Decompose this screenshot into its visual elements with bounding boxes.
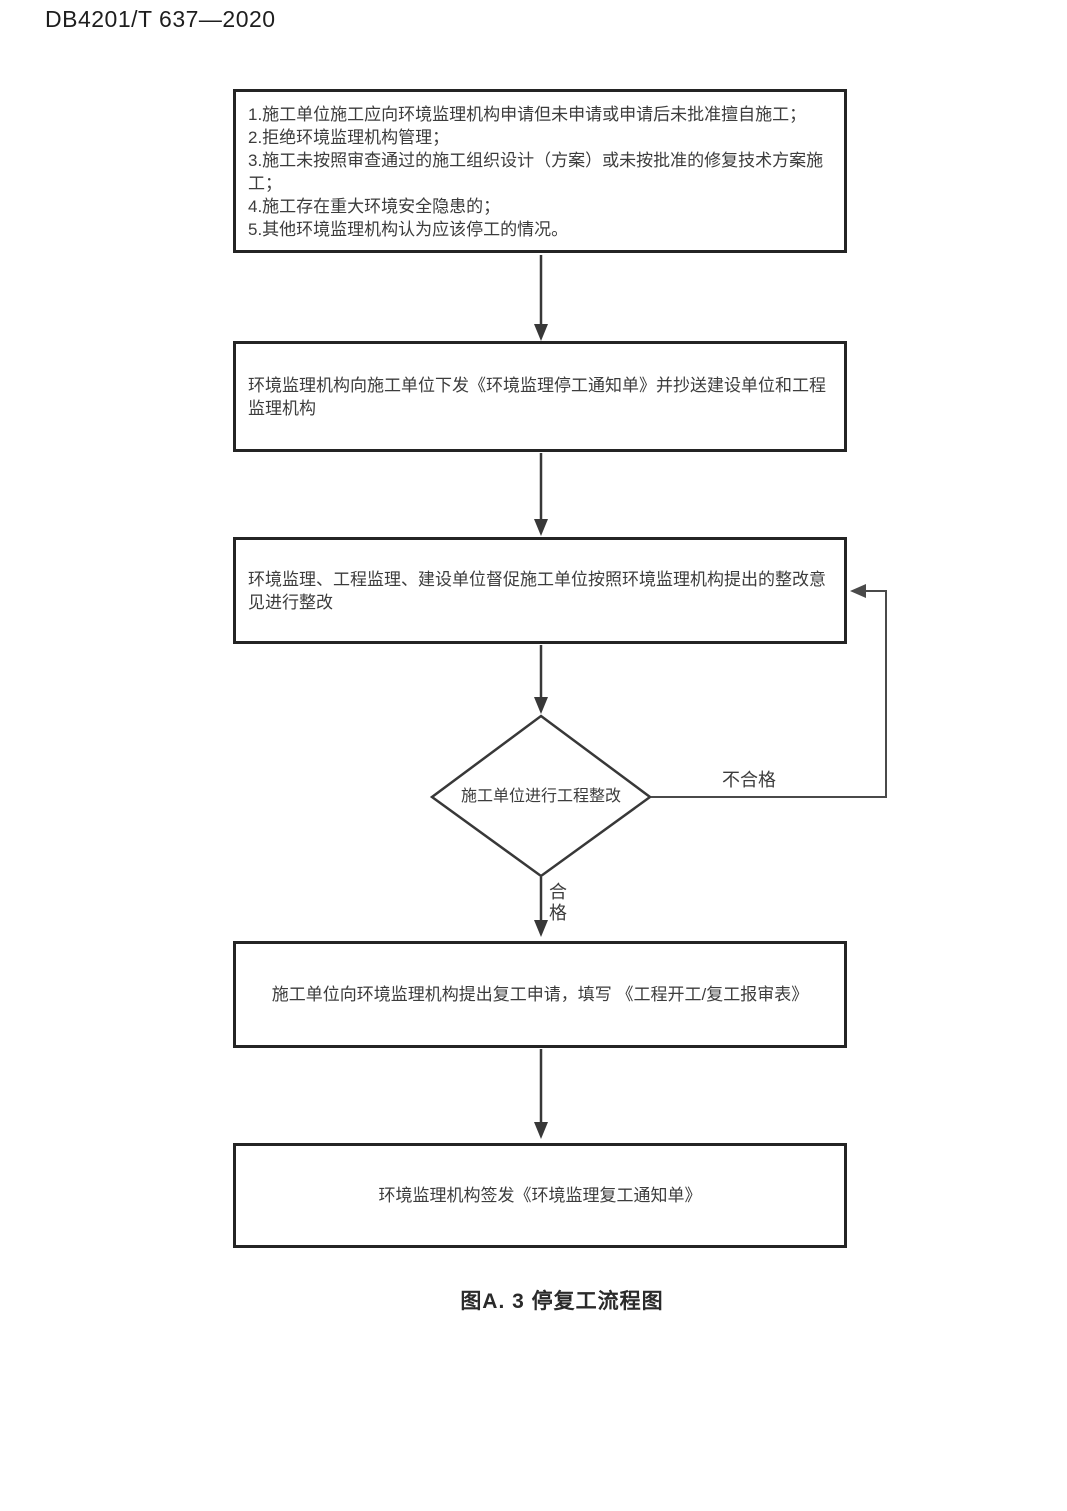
issue-stop-notice-text: 环境监理机构向施工单位下发《环境监理停工通知单》并抄送建设单位和工程监理机构 (248, 375, 826, 418)
arrowhead-down-icon (534, 920, 548, 937)
flow-box-resume-apply: 施工单位向环境监理机构提出复工申请，填写 《工程开工/复工报审表》 (233, 941, 847, 1048)
arrowhead-down-icon (534, 519, 548, 536)
arrowhead-down-icon (534, 697, 548, 714)
resume-apply-text: 施工单位向环境监理机构提出复工申请，填写 《工程开工/复工报审表》 (271, 985, 809, 1004)
flow-box-issue-stop-notice: 环境监理机构向施工单位下发《环境监理停工通知单》并抄送建设单位和工程监理机构 (233, 341, 847, 452)
arrowhead-left-icon (850, 584, 866, 598)
stop-condition-line: 4.施工存在重大环境安全隐患的； (248, 197, 501, 216)
figure-caption: 图A. 3 停复工流程图 (460, 1290, 664, 1313)
flow-box-resume-notice: 环境监理机构签发《环境监理复工通知单》 (233, 1143, 847, 1248)
fail-branch-label: 不合格 (722, 770, 776, 790)
flow-box-stop-conditions: 1.施工单位施工应向环境监理机构申请但未申请或申请后未批准擅自施工； 2.拒绝环… (233, 89, 847, 253)
arrowhead-down-icon (534, 324, 548, 341)
stop-condition-line: 2.拒绝环境监理机构管理； (248, 128, 450, 147)
flow-box-supervise-rectification: 环境监理、工程监理、建设单位督促施工单位按照环境监理机构提出的整改意见进行整改 (233, 537, 847, 644)
arrowhead-down-icon (534, 1122, 548, 1139)
supervise-rectification-text: 环境监理、工程监理、建设单位督促施工单位按照环境监理机构提出的整改意见进行整改 (248, 569, 826, 612)
decision-text: 施工单位进行工程整改 (460, 788, 621, 805)
stop-condition-line: 1.施工单位施工应向环境监理机构申请但未申请或申请后未批准擅自施工； (248, 105, 807, 124)
standard-number: DB4201/T 637—2020 (45, 6, 276, 32)
pass-branch-label: 合格 (549, 882, 567, 923)
stop-condition-line: 5.其他环境监理机构认为应该停工的情况。 (248, 220, 569, 239)
resume-notice-text: 环境监理机构签发《环境监理复工通知单》 (378, 1186, 702, 1205)
stop-condition-line: 3.施工未按照审查通过的施工组织设计（方案）或未按批准的修复技术方案施工； (248, 151, 824, 193)
